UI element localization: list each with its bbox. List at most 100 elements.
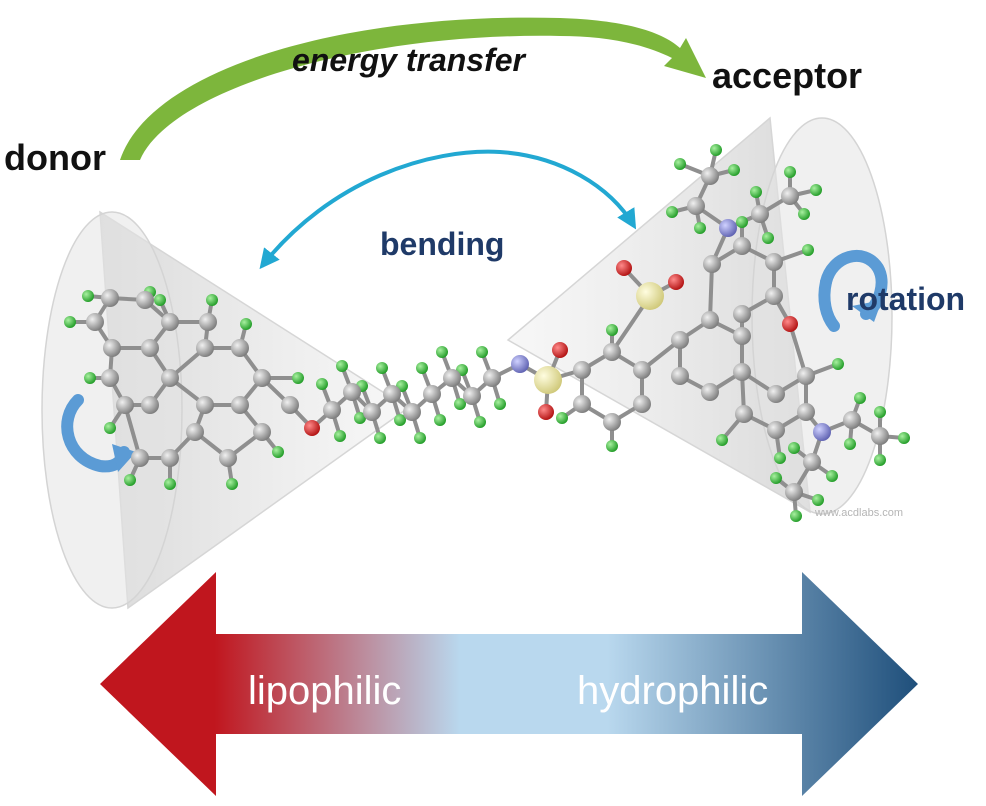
hydrogen-atom xyxy=(874,406,886,418)
hydrogen-atom xyxy=(770,472,782,484)
nitrogen-atom xyxy=(813,423,831,441)
hydrogen-atom xyxy=(414,432,426,444)
carbon-atom xyxy=(443,369,461,387)
hydrogen-atom xyxy=(416,362,428,374)
carbon-atom xyxy=(231,396,249,414)
nitrogen-atom xyxy=(719,219,737,237)
oxygen-atom xyxy=(552,342,568,358)
carbon-atom xyxy=(136,291,154,309)
hydrogen-atom xyxy=(784,166,796,178)
carbon-atom xyxy=(253,369,271,387)
donor-label: donor xyxy=(4,137,106,178)
hydrogen-atom xyxy=(750,186,762,198)
hydrogen-atom xyxy=(898,432,910,444)
carbon-atom xyxy=(323,401,341,419)
hydrogen-atom xyxy=(164,478,176,490)
hydrogen-atom xyxy=(334,430,346,442)
rotation-arrow-right-icon xyxy=(818,249,888,332)
hydrogen-atom xyxy=(736,216,748,228)
energy-transfer-arrow xyxy=(120,17,706,160)
carbon-atom xyxy=(131,449,149,467)
hydrogen-atom xyxy=(832,358,844,370)
hydrogen-atom xyxy=(556,412,568,424)
carbon-atom xyxy=(703,255,721,273)
hydrogen-atom xyxy=(606,324,618,336)
carbon-atom xyxy=(735,405,753,423)
carbon-atom xyxy=(103,339,121,357)
bending-label: bending xyxy=(380,226,505,262)
hydrogen-atom xyxy=(774,452,786,464)
hydrogen-atom xyxy=(606,440,618,452)
carbon-atom xyxy=(733,305,751,323)
oxygen-atom xyxy=(668,274,684,290)
hydrogen-atom xyxy=(104,422,116,434)
carbon-atom xyxy=(733,363,751,381)
carbon-atom xyxy=(733,327,751,345)
oxygen-atom xyxy=(304,420,320,436)
oxygen-atom xyxy=(538,404,554,420)
carbon-atom xyxy=(463,387,481,405)
carbon-atom xyxy=(765,253,783,271)
carbon-atom xyxy=(161,449,179,467)
watermark-text: www.acdlabs.com xyxy=(815,507,904,519)
carbon-atom xyxy=(733,237,751,255)
hydrogen-atom xyxy=(376,362,388,374)
carbon-atom xyxy=(116,396,134,414)
hydrogen-atom xyxy=(434,414,446,426)
hydrogen-atom xyxy=(206,294,218,306)
hydrogen-atom xyxy=(374,432,386,444)
hydrogen-atom xyxy=(82,290,94,302)
hydrogen-atom xyxy=(844,438,856,450)
hydrogen-atom xyxy=(474,416,486,428)
hydrogen-atom xyxy=(666,206,678,218)
carbon-atom xyxy=(483,369,501,387)
carbon-atom xyxy=(687,197,705,215)
rotation-arrow-left-icon xyxy=(61,394,136,473)
hydrogen-atom xyxy=(790,510,802,522)
hydrogen-atom xyxy=(854,392,866,404)
carbon-atom xyxy=(86,313,104,331)
carbon-atom xyxy=(767,421,785,439)
carbon-atom xyxy=(253,423,271,441)
carbon-atom xyxy=(141,339,159,357)
carbon-atom xyxy=(803,453,821,471)
hydrogen-atom xyxy=(394,414,406,426)
rotation-label: rotation xyxy=(846,281,966,317)
hydrogen-atom xyxy=(240,318,252,330)
molecule-bond xyxy=(708,262,714,322)
carbon-atom xyxy=(701,167,719,185)
sulfur-atom xyxy=(534,366,562,394)
lipophilic-label: lipophilic xyxy=(248,669,402,713)
hydrogen-atom xyxy=(810,184,822,196)
hydrogen-atom xyxy=(154,294,166,306)
hydrogen-atom xyxy=(336,360,348,372)
nitrogen-atom xyxy=(511,355,529,373)
hydrogen-atom xyxy=(694,222,706,234)
carbon-atom xyxy=(196,339,214,357)
sulfur-atom xyxy=(636,282,664,310)
hydrogen-atom xyxy=(316,378,328,390)
carbon-atom xyxy=(701,311,719,329)
energy-transfer-label: energy transfer xyxy=(292,42,525,78)
hydrogen-atom xyxy=(272,446,284,458)
acceptor-label: acceptor xyxy=(712,55,863,96)
carbon-atom xyxy=(785,483,803,501)
carbon-atom xyxy=(603,343,621,361)
carbon-atom xyxy=(161,313,179,331)
carbon-atom xyxy=(573,395,591,413)
carbon-atom xyxy=(101,289,119,307)
hydrogen-atom xyxy=(710,144,722,156)
carbon-atom xyxy=(633,395,651,413)
carbon-atom xyxy=(871,427,889,445)
carbon-atom xyxy=(767,385,785,403)
hydrogen-atom xyxy=(494,398,506,410)
hydrogen-atom xyxy=(826,470,838,482)
carbon-atom xyxy=(573,361,591,379)
carbon-atom xyxy=(633,361,651,379)
hydrogen-atom xyxy=(226,478,238,490)
polarity-double-arrow xyxy=(100,572,918,796)
carbon-atom xyxy=(843,411,861,429)
molecule-bond xyxy=(788,322,808,378)
